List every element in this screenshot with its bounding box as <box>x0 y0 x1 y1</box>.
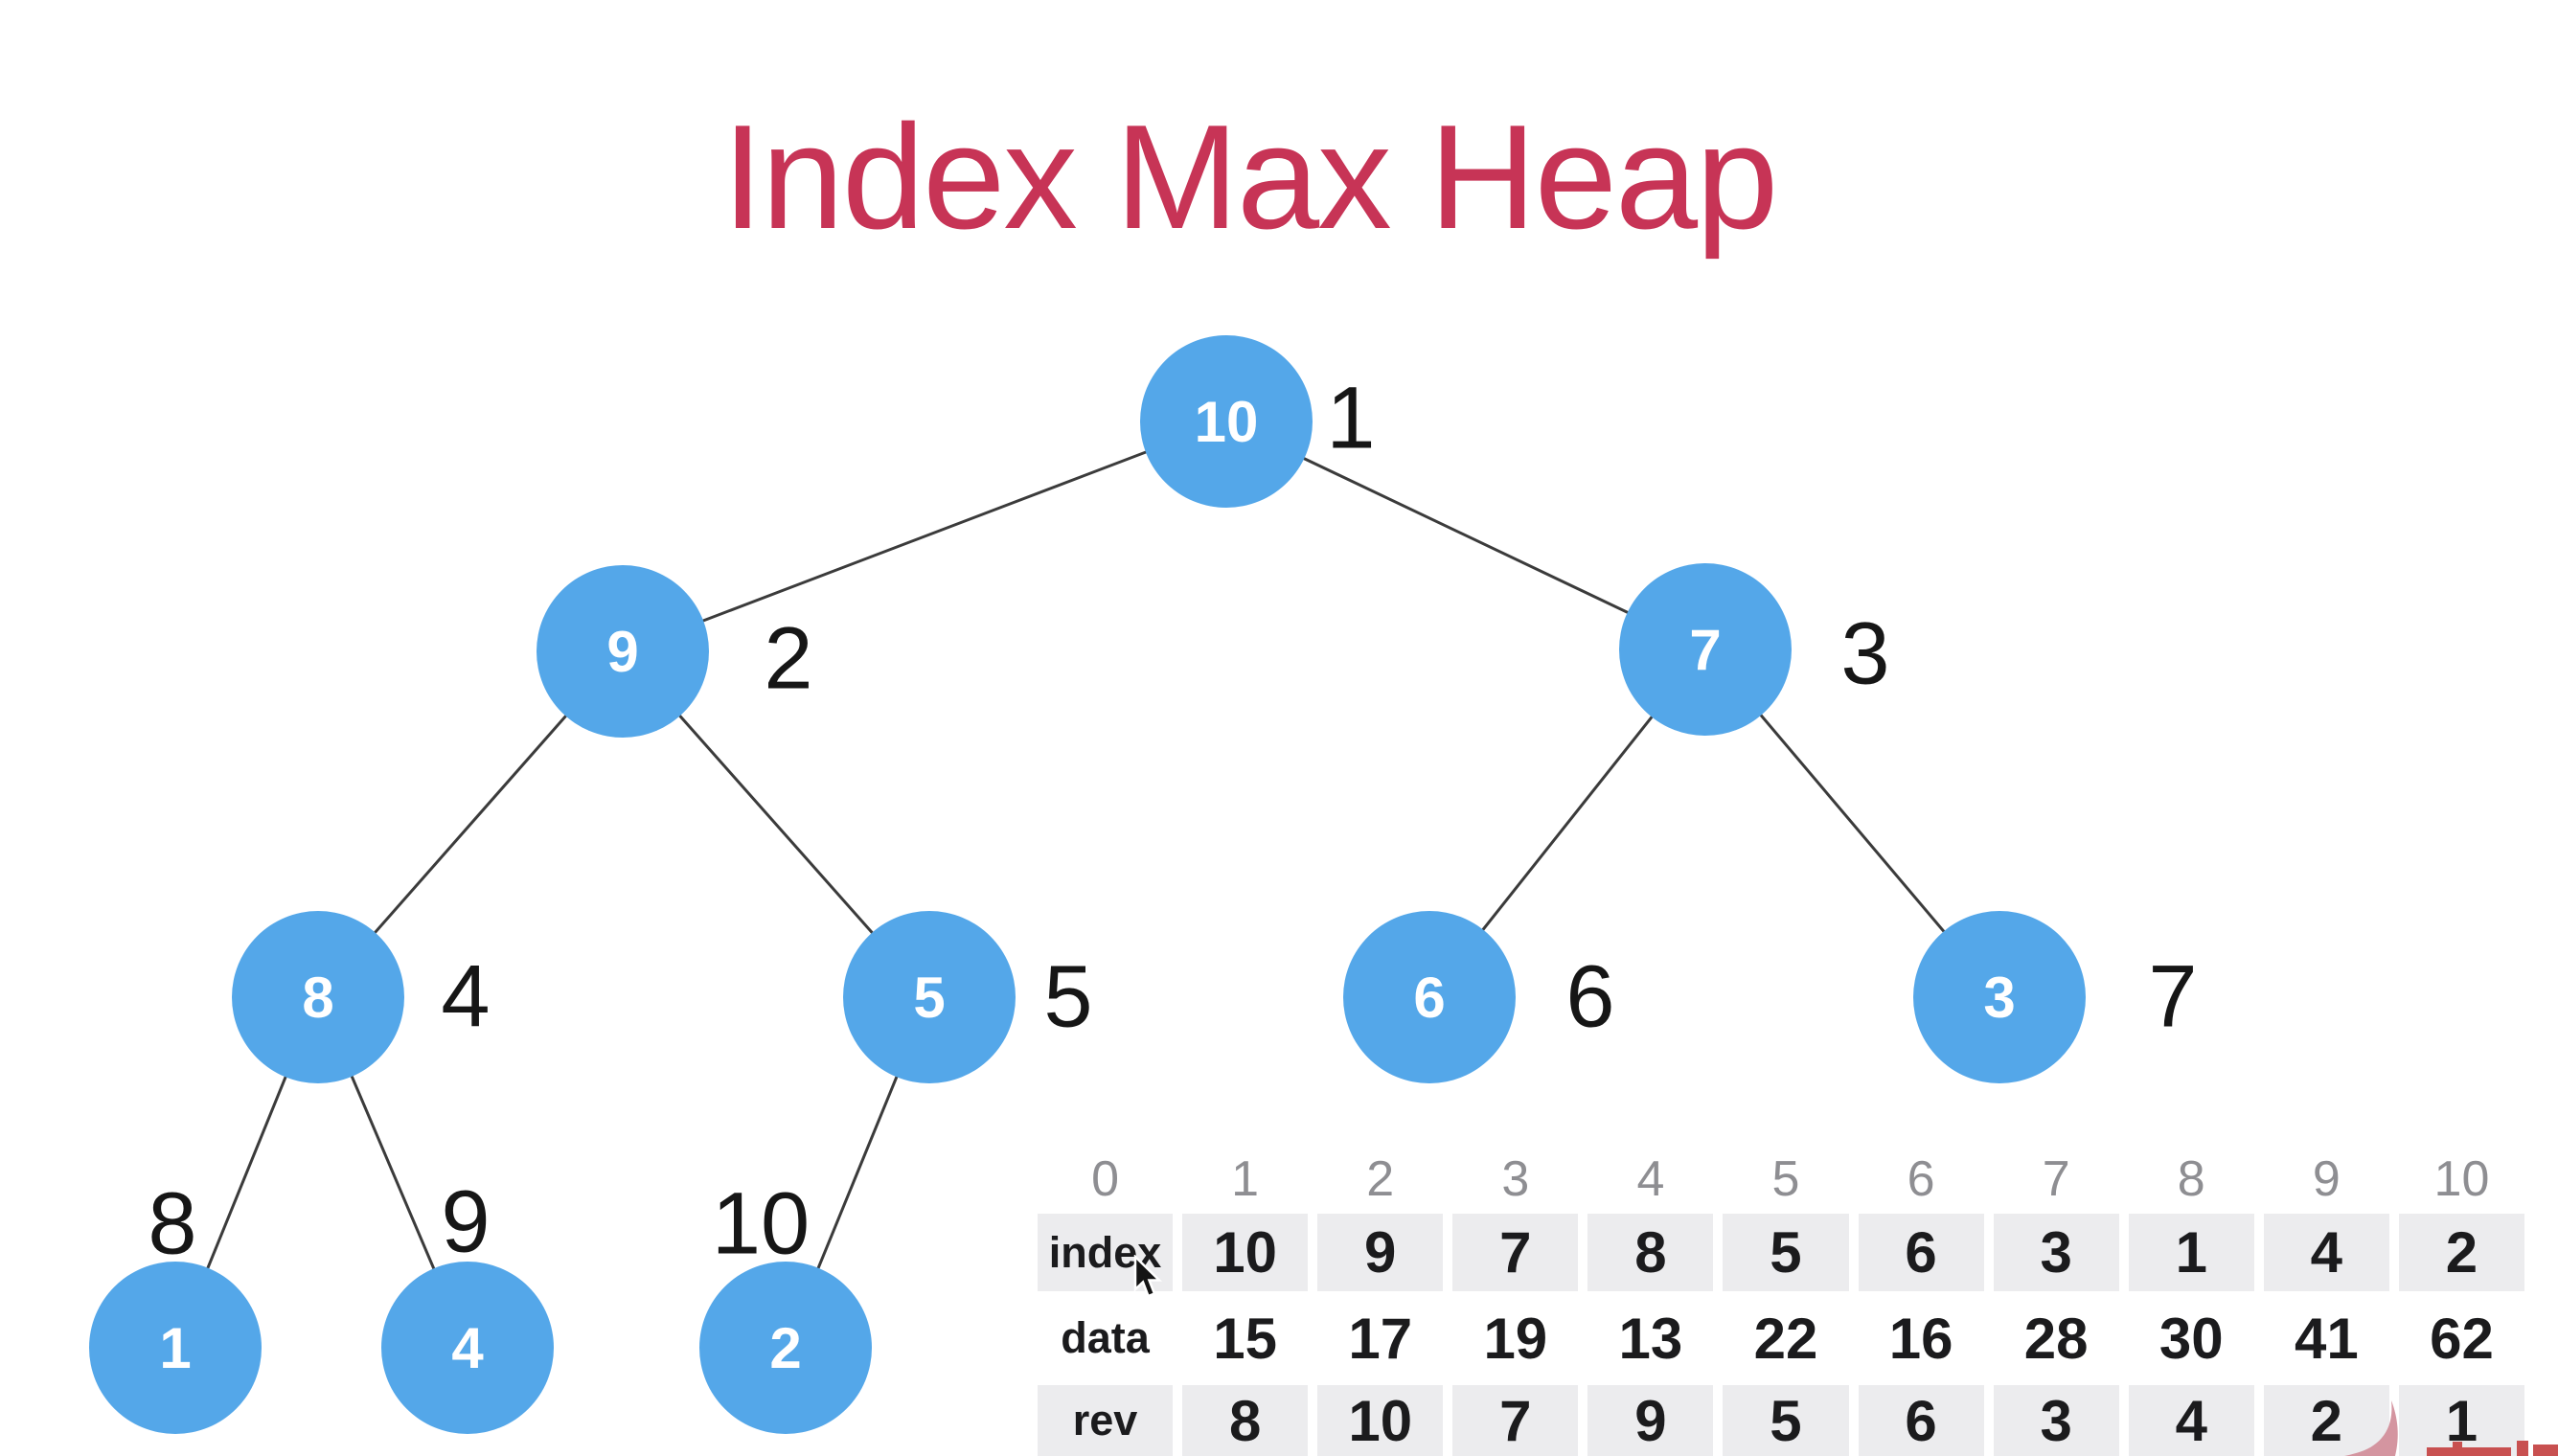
heap-position-label-1: 1 <box>1326 369 1376 467</box>
heap-node-pos-9: 4 <box>381 1262 554 1434</box>
heap-node-pos-1: 10 <box>1140 335 1313 508</box>
heap-node-value: 4 <box>451 1315 484 1380</box>
table-cell: 15 <box>1173 1291 1308 1385</box>
table-cell: 2 <box>2388 1214 2524 1291</box>
table-header-cell: 6 <box>1848 1145 1984 1214</box>
tree-edge <box>1225 420 1706 651</box>
table-cell: 62 <box>2388 1291 2524 1385</box>
heap-position-label-3: 3 <box>1840 604 1890 703</box>
table-header-cell: 10 <box>2388 1145 2524 1214</box>
heap-position-label-2: 2 <box>764 609 813 708</box>
heap-node-value: 6 <box>1413 965 1446 1030</box>
table-cell: 8 <box>1173 1385 1308 1456</box>
heap-position-label-7: 7 <box>2148 947 2198 1046</box>
heap-node-pos-3: 7 <box>1619 563 1792 736</box>
heap-node-pos-4: 8 <box>232 911 404 1083</box>
watermark-text-fragment <box>2427 1441 2558 1456</box>
table-cell: 22 <box>1713 1291 1848 1385</box>
table-cell: 3 <box>1983 1214 2119 1291</box>
heap-node-value: 1 <box>159 1315 192 1380</box>
table-cell: 28 <box>1983 1291 2119 1385</box>
table-cell: 10 <box>1308 1385 1443 1456</box>
heap-position-label-9: 9 <box>441 1172 491 1271</box>
heap-position-label-4: 4 <box>441 947 491 1046</box>
table-cell: 41 <box>2253 1291 2389 1385</box>
table-cell: 9 <box>1578 1385 1713 1456</box>
table-header-cell: 0 <box>1091 1151 1119 1207</box>
table-cell: 6 <box>1848 1385 1984 1456</box>
table-header-row: 0 1 2 3 4 5 6 7 8 9 10 <box>1038 1145 2524 1214</box>
table-header-cell: 9 <box>2253 1145 2389 1214</box>
heap-node-pos-6: 6 <box>1343 911 1516 1083</box>
heap-node-value: 7 <box>1689 617 1722 682</box>
table-cell: 13 <box>1578 1291 1713 1385</box>
table-cell: 7 <box>1443 1385 1578 1456</box>
table-cell: 8 <box>1578 1214 1713 1291</box>
heap-node-value: 3 <box>1983 965 2016 1030</box>
table-row-data: data 15 17 19 13 22 16 28 30 41 62 <box>1038 1291 2524 1385</box>
table-cell: 19 <box>1443 1291 1578 1385</box>
table-cell: 2 <box>2253 1385 2389 1456</box>
heap-position-label-6: 6 <box>1565 947 1615 1046</box>
heap-node-value: 8 <box>302 965 334 1030</box>
heap-node-value: 10 <box>1194 389 1259 454</box>
heap-node-pos-10: 2 <box>699 1262 872 1434</box>
watermark-flame-icon <box>2344 1400 2398 1456</box>
heap-position-label-8: 8 <box>148 1174 197 1273</box>
heap-node-value: 9 <box>606 619 639 684</box>
table-cell: 4 <box>2118 1385 2254 1456</box>
heap-node-value: 2 <box>769 1315 802 1380</box>
mouse-cursor-icon <box>1133 1255 1163 1298</box>
table-cell: 16 <box>1848 1291 1984 1385</box>
heap-position-label-10: 10 <box>711 1174 811 1273</box>
table-row-index: index 10 9 7 8 5 6 3 1 4 2 <box>1038 1214 2524 1291</box>
table-header-cell: 3 <box>1443 1145 1578 1214</box>
table-row-label: data <box>1061 1313 1150 1362</box>
table-row-label: rev <box>1072 1396 1138 1445</box>
table-cell: 4 <box>2253 1214 2389 1291</box>
table-cell: 5 <box>1713 1385 1848 1456</box>
tree-edge <box>622 420 1227 653</box>
table-cell: 1 <box>2118 1214 2254 1291</box>
table-cell: 5 <box>1713 1214 1848 1291</box>
table-header-cell: 5 <box>1713 1145 1848 1214</box>
table-header-cell: 8 <box>2118 1145 2254 1214</box>
table-cell: 6 <box>1848 1214 1984 1291</box>
table-cell: 30 <box>2118 1291 2254 1385</box>
table-header-cell: 4 <box>1578 1145 1713 1214</box>
table-cell: 3 <box>1983 1385 2119 1456</box>
heap-node-pos-7: 3 <box>1913 911 2086 1083</box>
heap-node-pos-5: 5 <box>843 911 1016 1083</box>
table-header-cell: 2 <box>1308 1145 1443 1214</box>
table-cell: 17 <box>1308 1291 1443 1385</box>
table-cell: 9 <box>1308 1214 1443 1291</box>
page-title: Index Max Heap <box>721 94 1779 260</box>
heap-node-pos-8: 1 <box>89 1262 262 1434</box>
table-cell: 7 <box>1443 1214 1578 1291</box>
heap-node-pos-2: 9 <box>537 565 709 738</box>
heap-position-label-5: 5 <box>1043 947 1093 1046</box>
table-header-cell: 1 <box>1173 1145 1308 1214</box>
heap-node-value: 5 <box>913 965 946 1030</box>
table-header-cell: 7 <box>1983 1145 2119 1214</box>
table-cell: 10 <box>1173 1214 1308 1291</box>
